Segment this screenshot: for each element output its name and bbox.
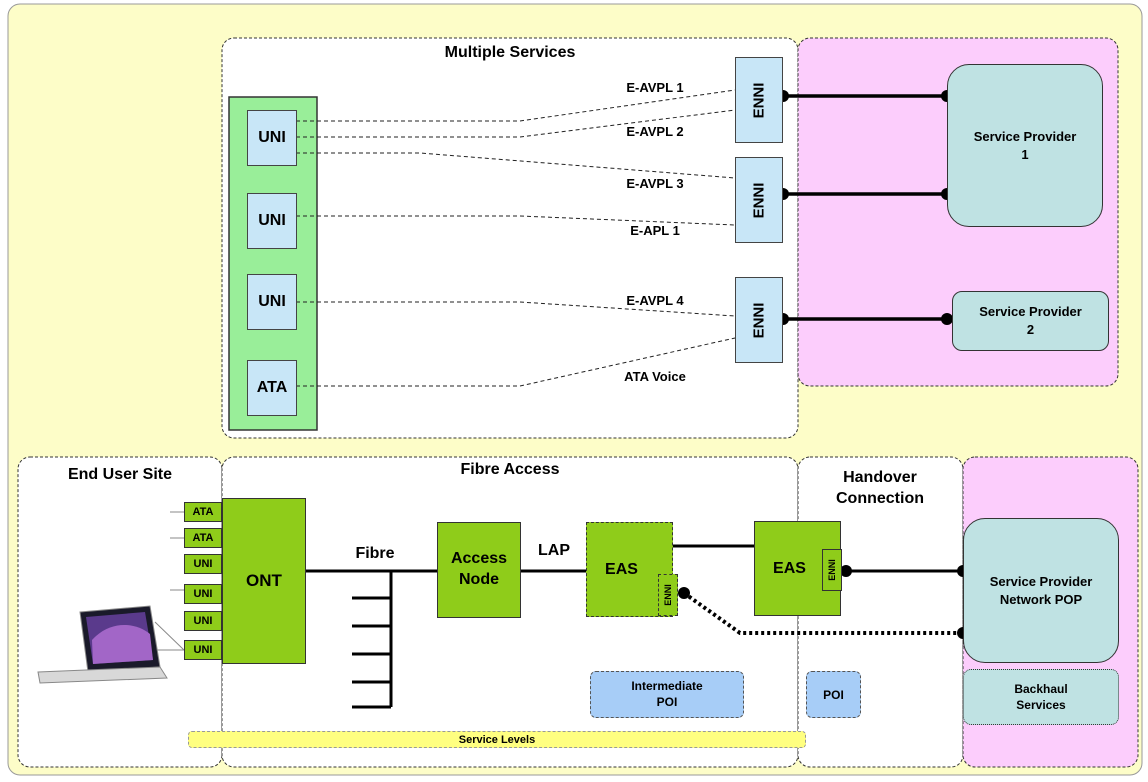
poi-box: POI <box>806 671 861 718</box>
link-e-apl-1 <box>296 215 736 226</box>
enni-label: ENNI <box>750 82 768 118</box>
link-label-e-avpl-1: E-AVPL 1 <box>626 80 684 95</box>
enni-label: ENNI <box>827 559 838 581</box>
backhaul-services-box: Backhaul Services <box>963 669 1119 725</box>
endpoint-dot <box>840 565 852 577</box>
link-label-ata-voice: ATA Voice <box>624 369 686 384</box>
port-uni-3: UNI <box>184 611 222 631</box>
port-uni-4: UNI <box>184 640 222 660</box>
endpoint-dot <box>678 587 690 599</box>
link-label-e-avpl-3: E-AVPL 3 <box>626 176 684 191</box>
intermediate-poi-box: Intermediate POI <box>590 671 744 718</box>
port-ata-2: ATA <box>184 528 222 548</box>
access-node-box: Access Node <box>437 522 521 618</box>
port-uni-1: UNI <box>184 554 222 574</box>
fibre-access-title: Fibre Access <box>460 461 560 478</box>
link-e-avpl-4 <box>296 301 736 317</box>
enni-box-1: ENNI <box>735 57 783 143</box>
fibre-path <box>306 544 963 709</box>
link-label-e-avpl-2: E-AVPL 2 <box>626 124 684 139</box>
enni-box-3: ENNI <box>735 277 783 363</box>
uni-box-3: UNI <box>247 274 297 330</box>
link-label-e-avpl-4: E-AVPL 4 <box>626 293 684 308</box>
enni-label: ENNI <box>750 182 768 218</box>
enni-port-1: ENNI <box>658 574 678 616</box>
laptop-icon <box>37 605 168 684</box>
link-e-avpl-1 <box>296 89 736 122</box>
enni-box-2: ENNI <box>735 157 783 243</box>
service-provider-2: Service Provider 2 <box>952 291 1109 351</box>
link-ata-voice <box>296 337 736 387</box>
port-uni-2: UNI <box>184 584 222 604</box>
port-ata-1: ATA <box>184 502 222 522</box>
service-provider-network-pop: Service Provider Network POP <box>963 518 1119 663</box>
fibre-branches <box>352 596 391 709</box>
uni-box-2: UNI <box>247 193 297 249</box>
enni-label: ENNI <box>750 302 768 338</box>
lap-label: LAP <box>538 542 570 559</box>
service-provider-1: Service Provider 1 <box>947 64 1103 227</box>
enni-port-2: ENNI <box>822 549 842 591</box>
eas-box-2: EAS <box>754 521 841 616</box>
fibre-label: Fibre <box>355 545 395 562</box>
provider-connections <box>783 94 947 321</box>
service-links <box>296 89 736 387</box>
ont-box: ONT <box>222 498 306 664</box>
endpoint-dot <box>941 313 953 325</box>
end-user-site-title: End User Site <box>67 466 173 483</box>
service-levels-bar: Service Levels <box>188 731 806 748</box>
link-label-e-apl-1: E-APL 1 <box>630 223 680 238</box>
uni-box-1: UNI <box>247 110 297 166</box>
handover-connection-title: Handover Connection <box>836 469 924 507</box>
enni-label: ENNI <box>663 584 674 606</box>
backhaul-dotted-link <box>682 591 963 635</box>
multiple-services-title: Multiple Services <box>444 44 576 61</box>
link-e-avpl-2 <box>296 109 736 138</box>
ata-box: ATA <box>247 360 297 416</box>
multiple-services-region <box>221 37 799 439</box>
